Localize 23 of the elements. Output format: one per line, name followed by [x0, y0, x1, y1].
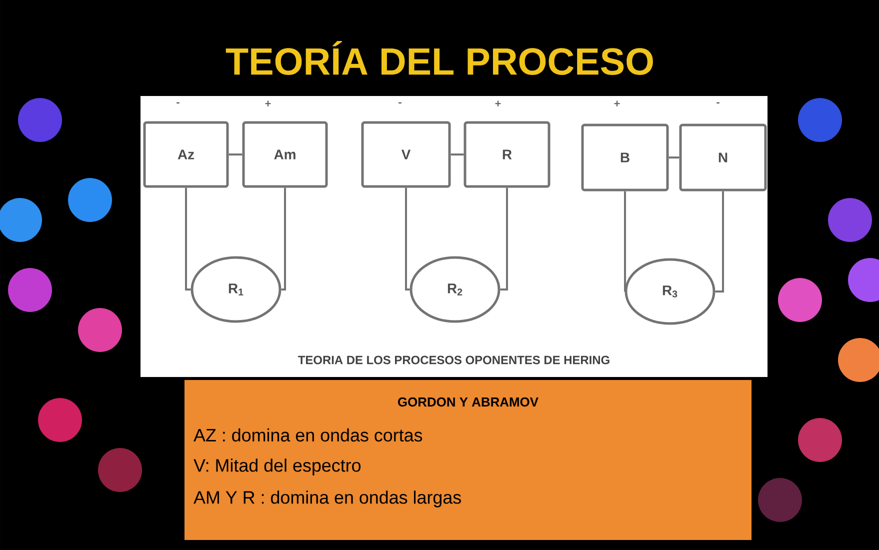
connector-line: [500, 188, 508, 290]
polarity-sign: -: [398, 102, 402, 104]
connector-line: [185, 188, 191, 290]
receptor-box: B: [581, 124, 669, 192]
connector-line: [281, 188, 286, 290]
polarity-sign: +: [495, 100, 501, 106]
receptor-box: Az: [143, 121, 229, 188]
connector-line: [450, 154, 464, 156]
receptor-box: N: [679, 124, 767, 192]
connector-line: [668, 156, 680, 158]
receptor-box: R: [464, 121, 550, 188]
connector-line: [715, 191, 724, 292]
connector-line: [405, 188, 410, 290]
receptor-box: V: [361, 121, 451, 188]
note-box: GORDON Y ABRAMOV AZ : domina en ondas cortas V: Mitad del espectro AM Y R : domina en ondas largas: [184, 380, 752, 540]
receptor-box: Am: [242, 121, 328, 188]
polarity-sign: -: [716, 102, 720, 104]
polarity-sign: -: [176, 102, 180, 104]
connector-line: [624, 191, 626, 292]
polarity-sign: +: [614, 100, 620, 106]
connector-line: [228, 154, 242, 156]
polarity-sign: +: [265, 100, 271, 106]
title: TEORÍA DEL PROCESO: [226, 41, 653, 75]
